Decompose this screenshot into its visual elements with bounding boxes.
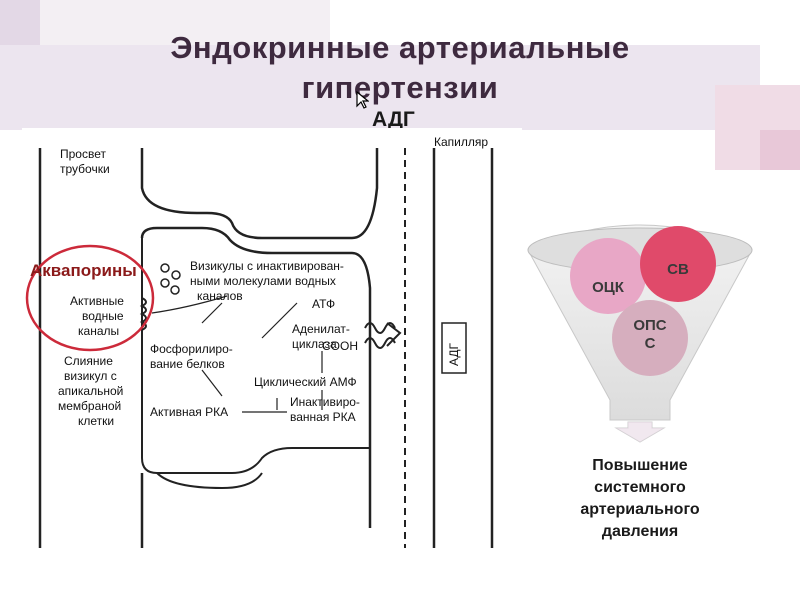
atp-label: АТФ (312, 297, 335, 311)
ock-circle (570, 238, 646, 314)
fusion-label: Слияние (64, 354, 113, 368)
fusion-label: мембраной (58, 399, 121, 413)
highlight-ring (25, 244, 155, 352)
vesicles-label: Визикулы с инактивирован- (190, 259, 344, 273)
fusion-label: клетки (78, 414, 114, 428)
decor-square (0, 45, 760, 130)
title-line: гипертензии (301, 70, 499, 105)
cell-diagram: АДГ Просвет трубочки Капилляр Визикулы с… (22, 128, 522, 563)
decor-square (0, 0, 40, 45)
active-pka-label: Активная РКА (150, 405, 228, 419)
camp-label: Циклический АМФ (254, 375, 357, 389)
sv-label: СВ (667, 261, 689, 278)
phosph-label: вание белков (150, 357, 225, 371)
lumen-label: трубочки (60, 162, 110, 176)
aquaporins-label: Аквапорины (30, 261, 137, 280)
adenylate-label: Аденилат- (292, 322, 350, 336)
vesicles-label: каналов (197, 289, 243, 303)
adh-label: АДГ (372, 108, 415, 131)
decor-square (0, 0, 330, 45)
channels-label: водные (82, 309, 124, 323)
fusion-label: визикул с (64, 369, 117, 383)
page-title: Эндокринные артериальные гипертензии (80, 28, 720, 108)
ock-label: ОЦК (592, 279, 625, 296)
title-line: Эндокринные артериальные (170, 30, 630, 65)
decor-square (760, 130, 800, 170)
lumen-label: Просвет (60, 147, 106, 161)
capillary-label: Капилляр (434, 135, 488, 149)
fusion-label: апикальной (58, 384, 123, 398)
phosph-label: Фосфорилиро- (150, 342, 233, 356)
vesicles-label: ными молекулами водных (190, 274, 336, 288)
cursor-icon (355, 90, 370, 115)
result-text: Повышение системного артериального давле… (580, 457, 700, 540)
inactive-pka-label: Инактивиро- (290, 395, 360, 409)
opss-circle (612, 300, 688, 376)
channels-label: Активные (70, 294, 124, 308)
sv-circle (640, 226, 716, 302)
inactive-pka-label: ванная РКА (290, 410, 356, 424)
channels-label: каналы (78, 324, 119, 338)
adh-receptor-label: АДГ (447, 342, 461, 366)
adenylate-label: циклаза (292, 337, 337, 351)
cooh-label: COOH (322, 339, 358, 353)
